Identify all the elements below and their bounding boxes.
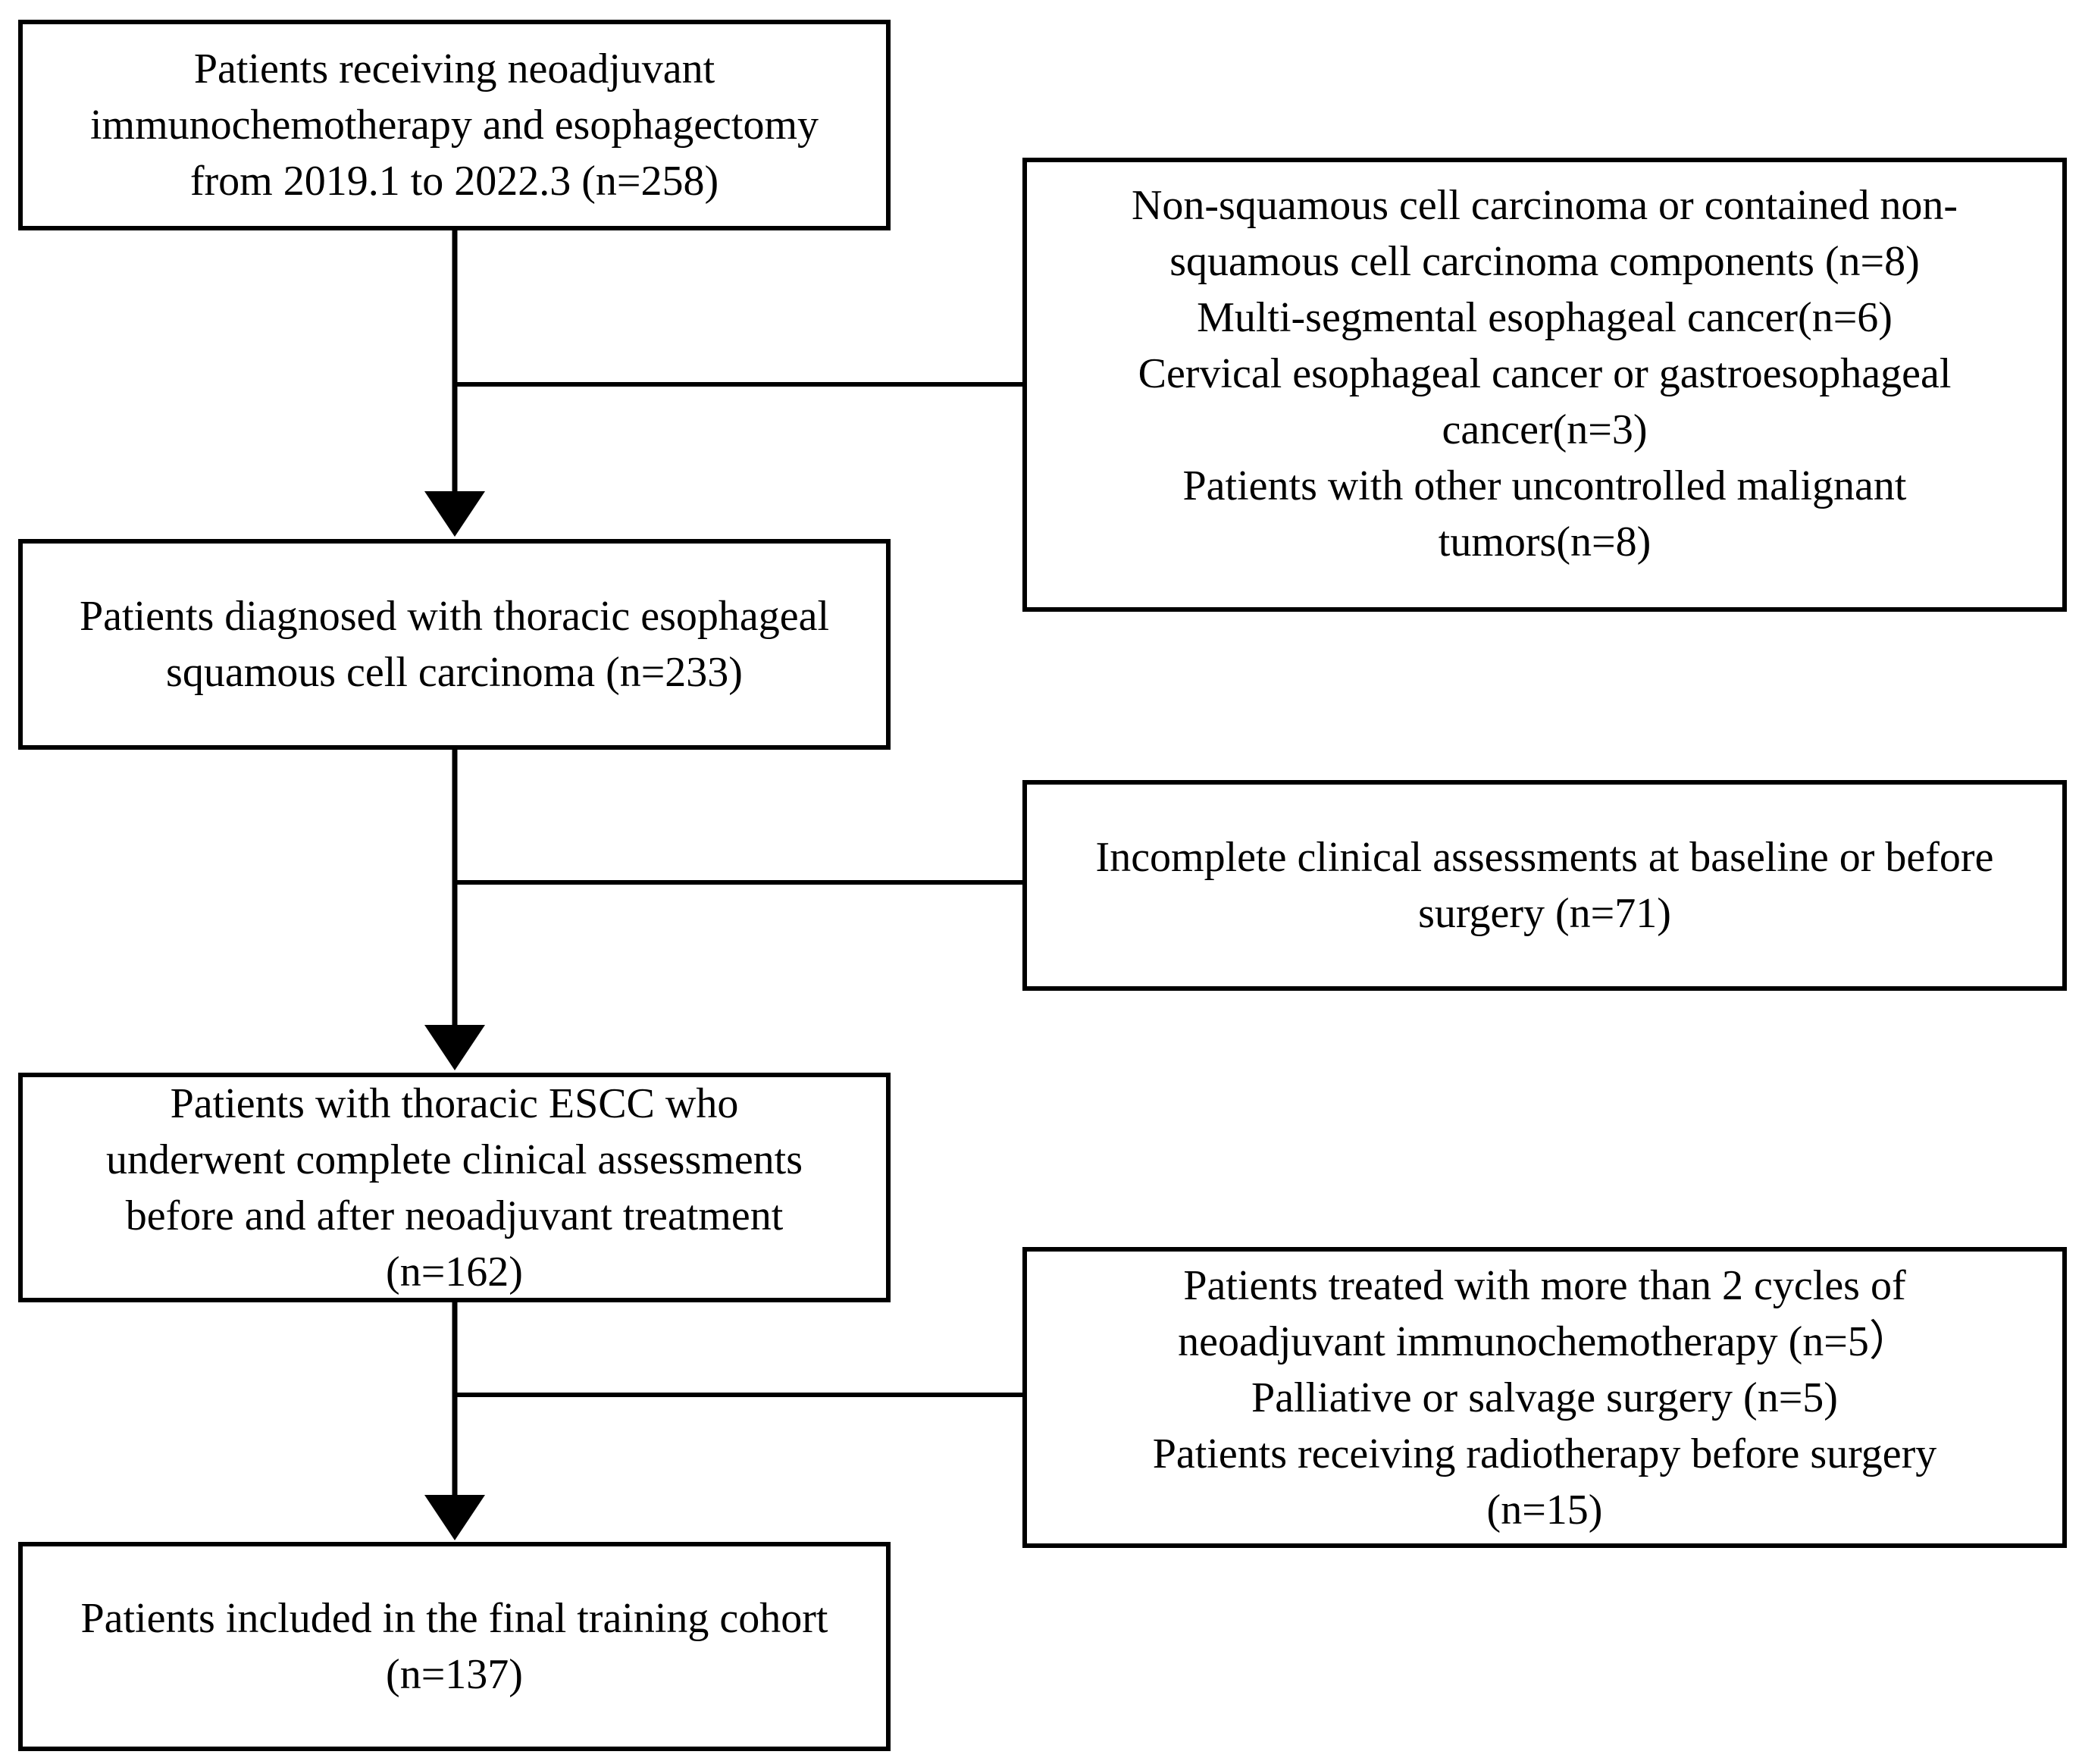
exclusion-box-2: Incomplete clinical assessments at basel…: [1022, 780, 2067, 991]
text-line: before and after neoadjuvant treatment: [125, 1192, 784, 1239]
flow-step-text: Patients receiving neoadjuvant immunoche…: [23, 41, 886, 209]
text-line: Incomplete clinical assessments at basel…: [1095, 834, 1994, 881]
flow-step-text: Patients included in the final training …: [23, 1590, 886, 1703]
flow-step-initial-cohort: Patients receiving neoadjuvant immunoche…: [18, 20, 891, 230]
text-line: Cervical esophageal cancer or gastroesop…: [1138, 349, 1952, 397]
text-line: Palliative or salvage surgery (n=5): [1251, 1374, 1838, 1421]
text-line: underwent complete clinical assessments: [105, 1136, 803, 1183]
flow-step-complete-assessments: Patients with thoracic ESCC who underwen…: [18, 1073, 891, 1302]
text-line: Patients diagnosed with thoracic esophag…: [79, 593, 830, 640]
text-line: Patients included in the final training …: [80, 1595, 828, 1642]
text-line: Non-squamous cell carcinoma or contained…: [1131, 181, 1958, 229]
exclusion-box-1: Non-squamous cell carcinoma or contained…: [1022, 158, 2067, 612]
text-line: Patients receiving neoadjuvant: [193, 45, 715, 92]
exclusion-text: Patients treated with more than 2 cycles…: [1027, 1258, 2062, 1538]
text-line: Patients with other uncontrolled maligna…: [1182, 462, 1907, 509]
text-line: Patients receiving radiotherapy before s…: [1152, 1430, 1937, 1477]
arrowhead-step3: [424, 1025, 485, 1070]
flow-step-escc-diagnosed: Patients diagnosed with thoracic esophag…: [18, 539, 891, 750]
text-line: Multi-segmental esophageal cancer(n=6): [1197, 293, 1893, 341]
flow-step-final-cohort: Patients included in the final training …: [18, 1542, 891, 1751]
text-line: (n=162): [386, 1248, 523, 1296]
text-line: cancer(n=3): [1442, 406, 1648, 453]
text-line: squamous cell carcinoma (n=233): [166, 649, 743, 696]
text-line: squamous cell carcinoma components (n=8): [1169, 237, 1920, 285]
exclusion-box-3: Patients treated with more than 2 cycles…: [1022, 1247, 2067, 1548]
text-line: (n=137): [386, 1651, 523, 1698]
exclusion-text: Incomplete clinical assessments at basel…: [1027, 829, 2062, 942]
flow-step-text: Patients diagnosed with thoracic esophag…: [23, 588, 886, 700]
arrowhead-step4: [424, 1495, 485, 1540]
text-line: neoadjuvant immunochemotherapy (n=5）: [1178, 1318, 1911, 1365]
flow-step-text: Patients with thoracic ESCC who underwen…: [23, 1076, 886, 1300]
arrowhead-step2: [424, 491, 485, 537]
exclusion-text: Non-squamous cell carcinoma or contained…: [1027, 177, 2062, 593]
text-line: Patients treated with more than 2 cycles…: [1183, 1261, 1906, 1309]
text-line: Patients with thoracic ESCC who: [170, 1079, 739, 1127]
text-line: surgery (n=71): [1418, 890, 1671, 937]
text-line: tumors(n=8): [1438, 518, 1652, 566]
text-line: immunochemotherapy and esophagectomy: [89, 102, 819, 149]
text-line: from 2019.1 to 2022.3 (n=258): [189, 158, 719, 205]
text-line: (n=15): [1486, 1486, 1603, 1534]
